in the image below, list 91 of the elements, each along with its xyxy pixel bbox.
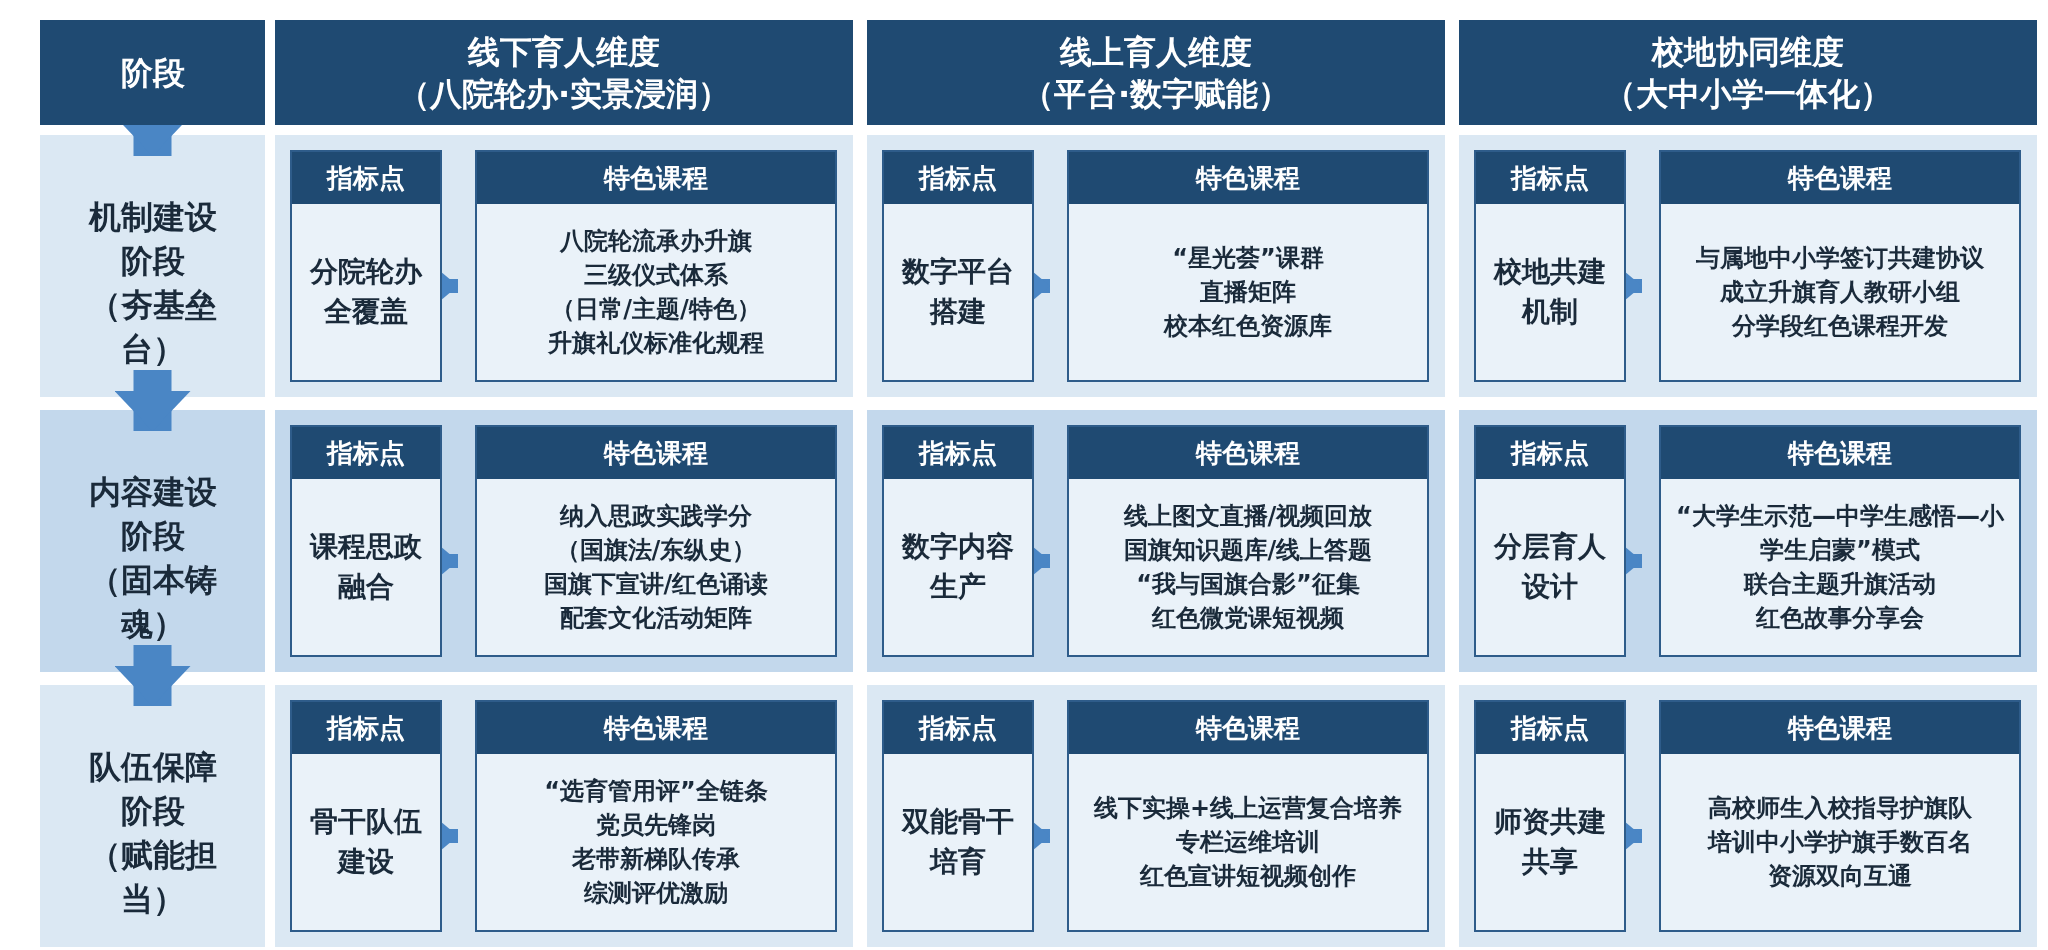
box-heading: 指标点: [292, 702, 440, 754]
box-heading: 特色课程: [477, 702, 835, 754]
course-item: 红色故事分享会: [1756, 603, 1924, 634]
box-heading: 指标点: [292, 152, 440, 204]
indicator-box: [1474, 700, 1626, 932]
course-item: （国旗法/东纵史）: [555, 535, 757, 566]
stage-name: 机制建设阶段: [87, 196, 218, 282]
stage-subtitle: （夯基垒台）: [87, 284, 218, 370]
indicator-box: [882, 425, 1034, 657]
indicator-text: 数字内容生产: [900, 529, 1015, 605]
course-item: “星光荟”课群: [1172, 243, 1324, 274]
indicator-text: 课程思政融合: [308, 529, 423, 605]
course-box: [1659, 150, 2021, 382]
arrow: [114, 370, 191, 431]
course-box: [475, 425, 837, 657]
course-item: 配套文化活动矩阵: [560, 603, 752, 634]
column-subheading: （大中小学一体化）: [1604, 73, 1892, 115]
indicator-text: 骨干队伍建设: [309, 804, 423, 880]
course-item: “我与国旗合影”征集: [1136, 569, 1360, 600]
box-heading: 指标点: [1476, 427, 1624, 479]
indicator-text: 双能骨干培育: [900, 804, 1015, 880]
column-heading: 线下育人维度: [468, 31, 660, 73]
course-item: 专栏运维培训: [1176, 827, 1320, 858]
indicator-box: [882, 700, 1034, 932]
column-heading: 校地协同维度: [1652, 31, 1844, 73]
indicator-text: 分层育人设计: [1493, 529, 1607, 605]
course-item: 培训中小学护旗手数百名: [1708, 827, 1972, 858]
box-heading: 指标点: [1476, 702, 1624, 754]
course-item: 成立升旗育人教研小组: [1720, 277, 1960, 308]
course-item: 综测评优激励: [584, 878, 728, 909]
course-item: 分学段红色课程开发: [1732, 311, 1948, 342]
course-box: [475, 700, 837, 932]
stage-name: 内容建设阶段: [87, 471, 218, 557]
course-item: 校本红色资源库: [1164, 311, 1332, 342]
box-heading: 特色课程: [1069, 152, 1427, 204]
box-heading: 指标点: [292, 427, 440, 479]
column-subheading: （八院轮办·实景浸润）: [397, 73, 731, 115]
course-item: 与属地中小学签订共建协议: [1696, 243, 1984, 274]
column-heading: 阶段: [120, 52, 185, 94]
stage-subtitle: （赋能担当）: [87, 834, 218, 920]
course-item: 资源双向互通: [1768, 861, 1912, 892]
course-item: 国旗下宣讲/红色诵读: [543, 569, 769, 600]
arrow: [114, 645, 191, 706]
course-item: “大学生示范—中学生感悟—小学生启蒙”模式: [1675, 501, 2005, 566]
course-box: [1067, 150, 1429, 382]
indicator-box: [1474, 150, 1626, 382]
course-item: 高校师生入校指导护旗队: [1708, 793, 1972, 824]
box-heading: 特色课程: [1661, 702, 2019, 754]
course-item: 线下实操+线上运营复合培养: [1093, 793, 1403, 824]
course-item: 八院轮流承办升旗: [560, 226, 752, 257]
course-item: “选育管用评”全链条: [544, 776, 768, 807]
box-heading: 特色课程: [1661, 152, 2019, 204]
course-box: [1067, 425, 1429, 657]
course-item: 三级仪式体系: [584, 260, 728, 291]
course-item: 联合主题升旗活动: [1744, 569, 1936, 600]
box-heading: 指标点: [884, 152, 1032, 204]
course-item: 红色微党课短视频: [1152, 603, 1344, 634]
stage-subtitle: （固本铸魂）: [87, 559, 218, 645]
indicator-box: [290, 425, 442, 657]
course-box: [1659, 700, 2021, 932]
box-heading: 特色课程: [477, 427, 835, 479]
indicator-box: [882, 150, 1034, 382]
course-box: [475, 150, 837, 382]
stage-name: 队伍保障阶段: [87, 746, 218, 832]
course-item: 纳入思政实践学分: [560, 501, 752, 532]
box-heading: 特色课程: [1661, 427, 2019, 479]
box-heading: 指标点: [884, 427, 1032, 479]
course-box: [1067, 700, 1429, 932]
indicator-text: 数字平台搭建: [900, 254, 1015, 330]
course-item: 线上图文直播/视频回放: [1123, 501, 1373, 532]
indicator-text: 分院轮办全覆盖: [309, 254, 424, 330]
box-heading: 特色课程: [1069, 427, 1427, 479]
indicator-box: [1474, 425, 1626, 657]
column-heading: 线上育人维度: [1060, 31, 1252, 73]
column-subheading: （平台·数字赋能）: [1021, 73, 1291, 115]
box-heading: 特色课程: [1069, 702, 1427, 754]
box-heading: 指标点: [1476, 152, 1624, 204]
course-item: （日常/主题/特色）: [551, 294, 761, 325]
course-item: 党员先锋岗: [596, 810, 716, 841]
indicator-box: [290, 150, 442, 382]
box-heading: 指标点: [884, 702, 1032, 754]
course-item: 红色宣讲短视频创作: [1140, 861, 1356, 892]
box-heading: 特色课程: [477, 152, 835, 204]
course-item: 直播矩阵: [1200, 277, 1296, 308]
course-item: 国旗知识题库/线上答题: [1123, 535, 1373, 566]
course-item: 老带新梯队传承: [572, 844, 740, 875]
course-box: [1659, 425, 2021, 657]
indicator-box: [290, 700, 442, 932]
course-item: 升旗礼仪标准化规程: [548, 328, 764, 359]
indicator-text: 师资共建共享: [1493, 804, 1607, 880]
indicator-text: 校地共建机制: [1492, 254, 1607, 330]
